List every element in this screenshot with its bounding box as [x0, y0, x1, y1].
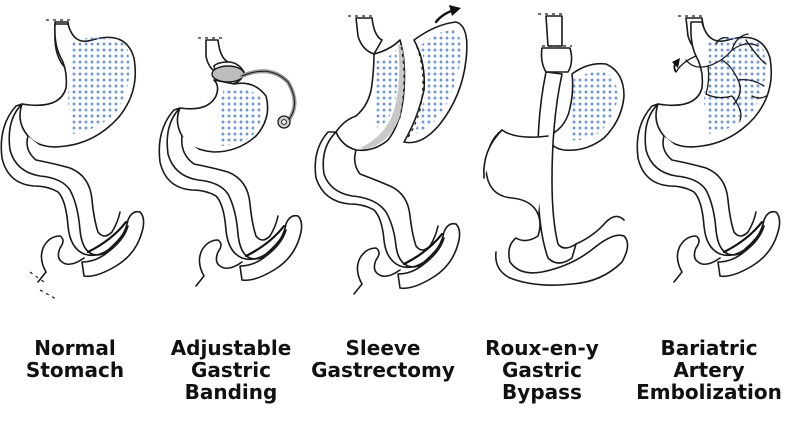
panel-bariatric-embolization — [636, 15, 781, 283]
stomach-dots — [68, 37, 130, 134]
label-normal-stomach: Normal Stomach — [25, 336, 125, 382]
panel-roux-en-y-bypass — [483, 13, 629, 286]
embolized-arteries — [675, 33, 767, 121]
panel-gastric-banding — [158, 37, 303, 287]
gastric-band — [211, 65, 245, 83]
panel-sleeve-gastrectomy — [314, 5, 468, 295]
label-sleeve-gastrectomy: Sleeve Gastrectomy — [311, 336, 455, 382]
label-gastric-banding: Adjustable Gastric Banding — [170, 336, 292, 404]
label-roux-en-y-bypass: Roux-en-y Gastric Bypass — [485, 336, 599, 404]
panel-normal-stomach — [0, 19, 145, 301]
label-bariatric-embolization: Bariatric Artery Embolization — [636, 336, 782, 404]
